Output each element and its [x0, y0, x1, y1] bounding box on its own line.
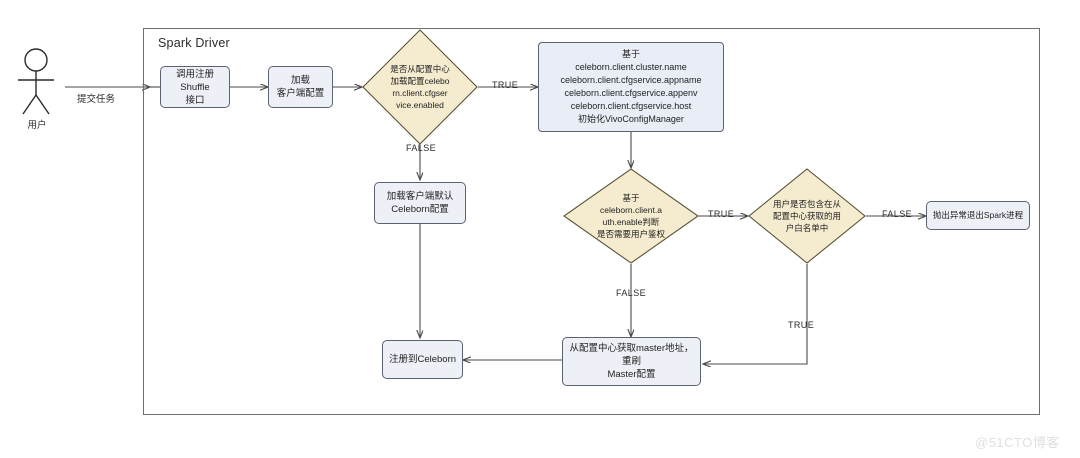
node-label: 注册到Celeborn [388, 354, 457, 365]
node-label: 加载 客户端配置 [276, 75, 325, 99]
node-decide-auth-enable: 基于 celeborn.client.a uth.enable判断 是否需要用户… [563, 168, 699, 264]
edge-label-cfgservice-false: FALSE [406, 143, 437, 153]
diamond-shape [748, 168, 866, 264]
edge-label-whitelist-true: TRUE [788, 320, 815, 330]
node-decide-load-from-config-center: 是否从配置中心 加载配置celebo rn.client.cfgser vice… [362, 29, 478, 145]
edge-label-cfgservice-true: TRUE [492, 80, 519, 90]
watermark: @51CTO博客 [975, 435, 1060, 450]
node-label: 是否从配置中心 加载配置celebo rn.client.cfgser vice… [390, 64, 450, 110]
node-label: 调用注册Shuffle 接口 [175, 68, 214, 106]
node-register-to-celeborn: 注册到Celeborn [382, 340, 463, 379]
node-label: 用户是否包含在从 配置中心获取的用 户白名单中 [772, 199, 841, 233]
edge-label-auth-true: TRUE [708, 209, 735, 219]
node-label: 从配置中心获取master地址，重刷 Master配置 [569, 343, 694, 380]
node-init-vivo-config-manager: 基于 celeborn.client.cluster.name celeborn… [538, 42, 724, 132]
node-label: 基于 celeborn.client.a uth.enable判断 是否需要用户… [596, 193, 665, 239]
edge-label-whitelist-false: FALSE [882, 209, 913, 219]
node-load-client-config: 加载 客户端配置 [268, 66, 333, 108]
actor-label: 用户 [27, 120, 47, 131]
edge-label-auth-false: FALSE [616, 288, 647, 298]
stick-figure-actor-icon [18, 48, 54, 115]
edge-label-submit-task: 提交任务 [77, 94, 116, 105]
node-decide-user-in-whitelist: 用户是否包含在从 配置中心获取的用 户白名单中 [748, 168, 866, 264]
node-label: 加载客户端默认 Celeborn配置 [386, 191, 454, 215]
node-call-register-shuffle: 调用注册Shuffle 接口 [160, 66, 230, 108]
node-throw-exception-exit-spark: 抛出异常退出Spark进程 [926, 201, 1030, 230]
spark-driver-title: Spark Driver [158, 36, 230, 50]
diamond-shape [563, 168, 699, 264]
node-label: 抛出异常退出Spark进程 [932, 210, 1024, 220]
node-load-default-celeborn-config: 加载客户端默认 Celeborn配置 [374, 182, 466, 224]
node-label: 基于 celeborn.client.cluster.name celeborn… [560, 49, 702, 124]
diamond-shape [362, 29, 478, 145]
node-fetch-master-addr-refresh: 从配置中心获取master地址，重刷 Master配置 [562, 337, 701, 386]
spark-driver-container [143, 28, 1040, 415]
